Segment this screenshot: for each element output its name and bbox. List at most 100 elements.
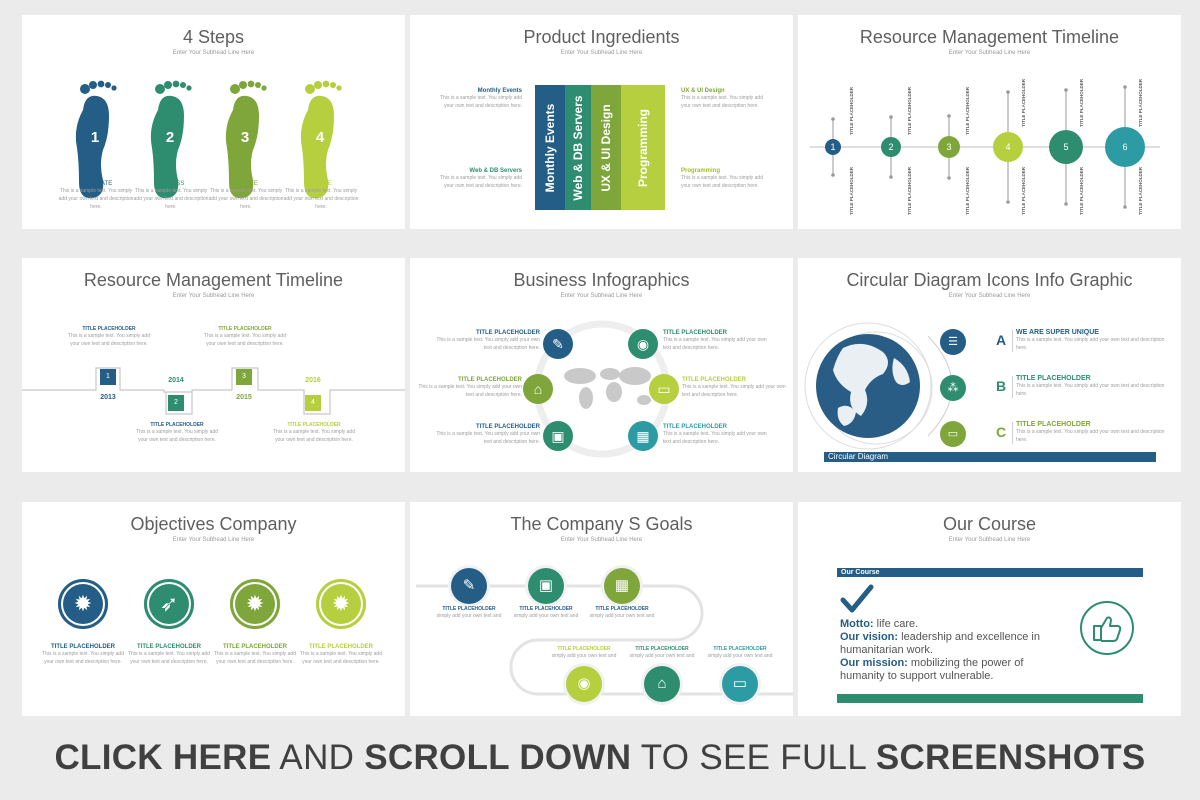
ingredient-bar: UX & UI Design (591, 85, 621, 210)
timeline-year: 2013 (100, 394, 116, 401)
node-title-bottom: TITLE PLACEHOLDER (849, 166, 854, 215)
node-title-top: TITLE PLACEHOLDER (907, 86, 912, 135)
checkmark-icon (840, 584, 874, 613)
slide-resource-timeline-2[interactable]: Resource Management Timeline Enter Your … (22, 258, 405, 472)
node-number: 1 (830, 142, 835, 152)
briefcase-icon[interactable]: ▣ (528, 568, 564, 604)
folder-icon[interactable]: ▭ (722, 666, 758, 702)
ingredient-bar: Programming (621, 85, 665, 210)
node-number: 5 (1063, 142, 1068, 152)
slide-subhead: Enter Your Subhead Line Here (172, 50, 255, 56)
footprint-icon (150, 80, 192, 199)
click-here-link[interactable]: CLICK HERE (54, 738, 272, 777)
list-icon[interactable]: ☰ (940, 329, 966, 355)
slide-title: Our Course (942, 514, 1037, 534)
timeline-number-box: 3 (236, 369, 252, 385)
node-title-bottom: TITLE PLACEHOLDER (1079, 166, 1084, 215)
slide-title: Objectives Company (130, 514, 297, 534)
gear-icon[interactable]: ✹ (230, 579, 280, 629)
world-map-icon (564, 367, 651, 409)
node-title-top: TITLE PLACEHOLDER (965, 86, 970, 135)
camera-icon[interactable]: ◉ (628, 329, 658, 359)
slide-product-ingredients[interactable]: Product Ingredients Enter Your Subhead L… (410, 15, 793, 229)
slide-title: Resource Management Timeline (859, 27, 1120, 47)
diagram-divider (1012, 376, 1013, 398)
ingredient-programming: Programming This is a sample text. You s… (681, 168, 763, 189)
home-icon[interactable]: ⌂ (644, 666, 680, 702)
node-number: 6 (1122, 142, 1127, 152)
step-number: 2 (166, 129, 174, 146)
slide-subhead: Enter Your Subhead Line Here (560, 293, 643, 299)
footer-banner[interactable]: CLICK HERE AND SCROLL DOWN TO SEE FULL S… (54, 738, 1146, 777)
edit-icon[interactable]: ✎ (543, 329, 573, 359)
goals-path-graphic (416, 584, 793, 696)
motto-line: Motto: life care. (840, 618, 919, 630)
ingredient-bar: Monthly Events (535, 85, 565, 210)
globe-graphic (804, 322, 953, 450)
calendar-icon[interactable]: ▦ (604, 568, 640, 604)
slide-subhead: Enter Your Subhead Line Here (560, 537, 643, 543)
briefcase-icon[interactable]: ▣ (543, 421, 573, 451)
our-course-bar: Our Course (837, 568, 1143, 577)
slide-title: Resource Management Timeline (83, 270, 344, 290)
calendar-icon[interactable]: ▦ (628, 421, 658, 451)
timeline-year: 2014 (168, 377, 184, 384)
edit-icon[interactable]: ✎ (451, 568, 487, 604)
gears-icon[interactable]: ✹ (58, 579, 108, 629)
chat-icon[interactable]: ▭ (940, 421, 966, 447)
node-title-bottom: TITLE PLACEHOLDER (965, 166, 970, 215)
rocket-icon[interactable]: ➶ (144, 579, 194, 629)
slide-business-infographics[interactable]: Business Infographics Enter Your Subhead… (410, 258, 793, 472)
vision-line: Our vision: leadership and excellence in… (840, 631, 1040, 656)
camera-icon[interactable]: ◉ (566, 666, 602, 702)
slide-resource-timeline-1[interactable]: Resource Management Timeline Enter Your … (798, 15, 1181, 229)
slide-subhead: Enter Your Subhead Line Here (948, 293, 1031, 299)
ingredient-web-db: Web & DB Servers This is a sample text. … (440, 168, 522, 189)
slide-title: Circular Diagram Icons Info Graphic (846, 270, 1133, 290)
timeline-steps-graphic (22, 367, 405, 415)
node-number: 2 (888, 142, 893, 152)
step-number: 4 (316, 129, 325, 146)
gears-icon[interactable]: ✹ (316, 579, 366, 629)
folder-icon[interactable]: ▭ (649, 374, 679, 404)
slide-circular-diagram[interactable]: Circular Diagram Icons Info Graphic Ente… (798, 258, 1181, 472)
node-title-bottom: TITLE PLACEHOLDER (907, 166, 912, 215)
timeline-year: 2016 (305, 377, 321, 384)
footprints-graphic: 1 2 3 4 (75, 80, 342, 199)
step-number: 3 (241, 129, 249, 146)
footprint-icon (225, 80, 267, 199)
slide-objectives-company[interactable]: Objectives Company Enter Your Subhead Li… (22, 502, 405, 716)
ingredient-bar: Web & DB Servers (565, 85, 591, 210)
slide-company-goals[interactable]: The Company S Goals Enter Your Subhead L… (410, 502, 793, 716)
course-text: Motto: life care. Our vision: leadership… (840, 618, 1050, 683)
hierarchy-icon[interactable]: ⁂ (940, 375, 966, 401)
ingredient-ux-ui: UX & UI Design This is a sample text. Yo… (681, 88, 763, 109)
slide-our-course[interactable]: Our Course Enter Your Subhead Line Here … (798, 502, 1181, 716)
home-icon[interactable]: ⌂ (523, 374, 553, 404)
node-title-top: TITLE PLACEHOLDER (1138, 78, 1143, 127)
diagram-letter: A (996, 332, 1007, 348)
step-number: 1 (91, 129, 99, 146)
footprint-icon (75, 80, 117, 199)
